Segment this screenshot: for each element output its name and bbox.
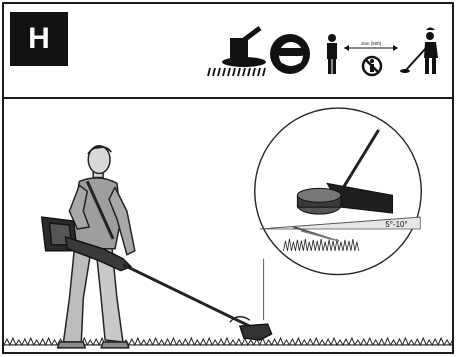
- angle-label: 5°-10°: [385, 220, 407, 229]
- cut-with-line-at-grass-level-icon: [208, 28, 266, 76]
- bystander-distance-icon: 15m (50ft): [327, 34, 398, 75]
- section-letter: H: [28, 22, 50, 56]
- distance-label: 15m (50ft): [361, 41, 382, 46]
- instruction-panel: H: [2, 2, 454, 354]
- section-letter-badge: H: [10, 12, 68, 66]
- trimming-illustration: 5°-10°: [4, 99, 452, 354]
- operator-trimming-icon: [400, 28, 438, 75]
- eye-ear-protection-icon: [270, 34, 310, 74]
- trimmer-head-detail: 5°-10°: [255, 108, 422, 320]
- safety-icon-row: 15m (50ft): [202, 24, 452, 94]
- panel-header: H: [4, 4, 452, 99]
